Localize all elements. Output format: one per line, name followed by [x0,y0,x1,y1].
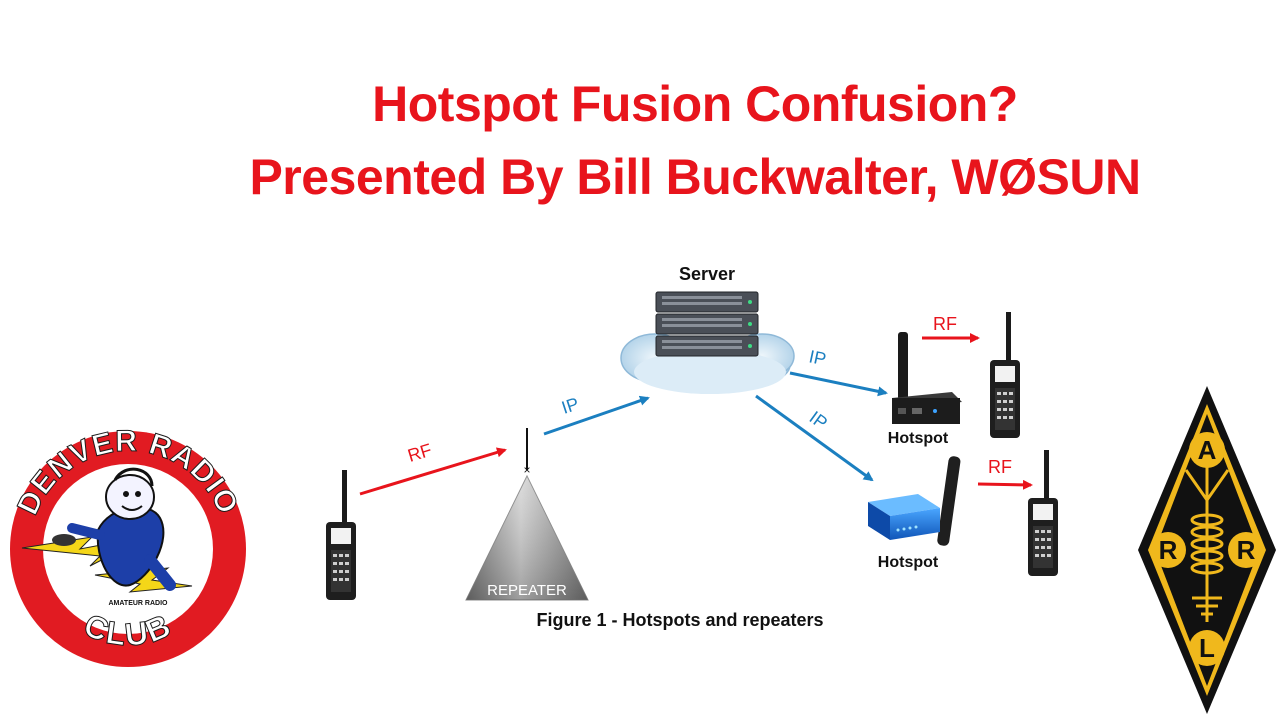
arrl-logo: A R R L [1138,386,1276,714]
hotspot-bottom-label: Hotspot [878,554,939,571]
ip-label-server-hotspot-bottom: IP [806,407,832,433]
hotspot-top-label: Hotspot [888,430,949,447]
rf-link-bottom-right [977,479,1033,490]
title-line-2: Presented By Bill Buckwalter, WØSUN [249,149,1141,205]
antenna-icon [937,456,961,546]
rf-label-left: RF [405,440,434,466]
arrl-letter-r-left: R [1159,535,1178,565]
arrl-letter-l: L [1199,633,1215,663]
logo-inner-text: AMATEUR RADIO [109,600,169,607]
arrl-letter-a: A [1198,435,1217,465]
rf-label-bottom-right: RF [988,457,1012,477]
hotspot-device-icon [892,392,962,424]
repeater-tower: × REPEATER [465,428,589,601]
hotspot-top [892,332,962,424]
figure-caption: Figure 1 - Hotspots and repeaters [536,610,823,630]
hotspot-device-icon [868,494,940,540]
server-rack-icon [655,291,759,357]
handheld-radio-left [326,470,356,600]
handheld-radio-top-right [990,312,1020,438]
denver-radio-club-logo: DENVER RADIO CLUB AMATEUR RADIO [10,424,246,667]
server-cloud [620,291,795,394]
repeater-label: REPEATER [487,582,567,599]
rf-link-left [359,447,507,496]
server-label: Server [679,264,735,284]
arrl-letter-r-right: R [1237,535,1256,565]
cartoon-operator-icon [52,467,176,591]
handheld-radio-bottom-right [1028,450,1058,576]
antenna-coil-icon [1184,448,1230,622]
rf-label-top-right: RF [933,314,957,334]
hotspot-bottom [868,456,961,546]
ip-link-server-hotspot-bottom [755,394,874,482]
antenna-icon [342,470,347,530]
antenna-icon [1006,312,1011,368]
ip-label-server-hotspot-top: IP [807,346,828,369]
title-line-1: Hotspot Fusion Confusion? [372,76,1018,132]
ip-link-server-hotspot-top [789,371,888,397]
antenna-icon [1044,450,1049,506]
antenna-icon [898,332,908,400]
ip-label-repeater-server: IP [559,394,581,418]
ip-link-repeater-server [543,395,650,436]
svg-text:×: × [523,463,530,477]
